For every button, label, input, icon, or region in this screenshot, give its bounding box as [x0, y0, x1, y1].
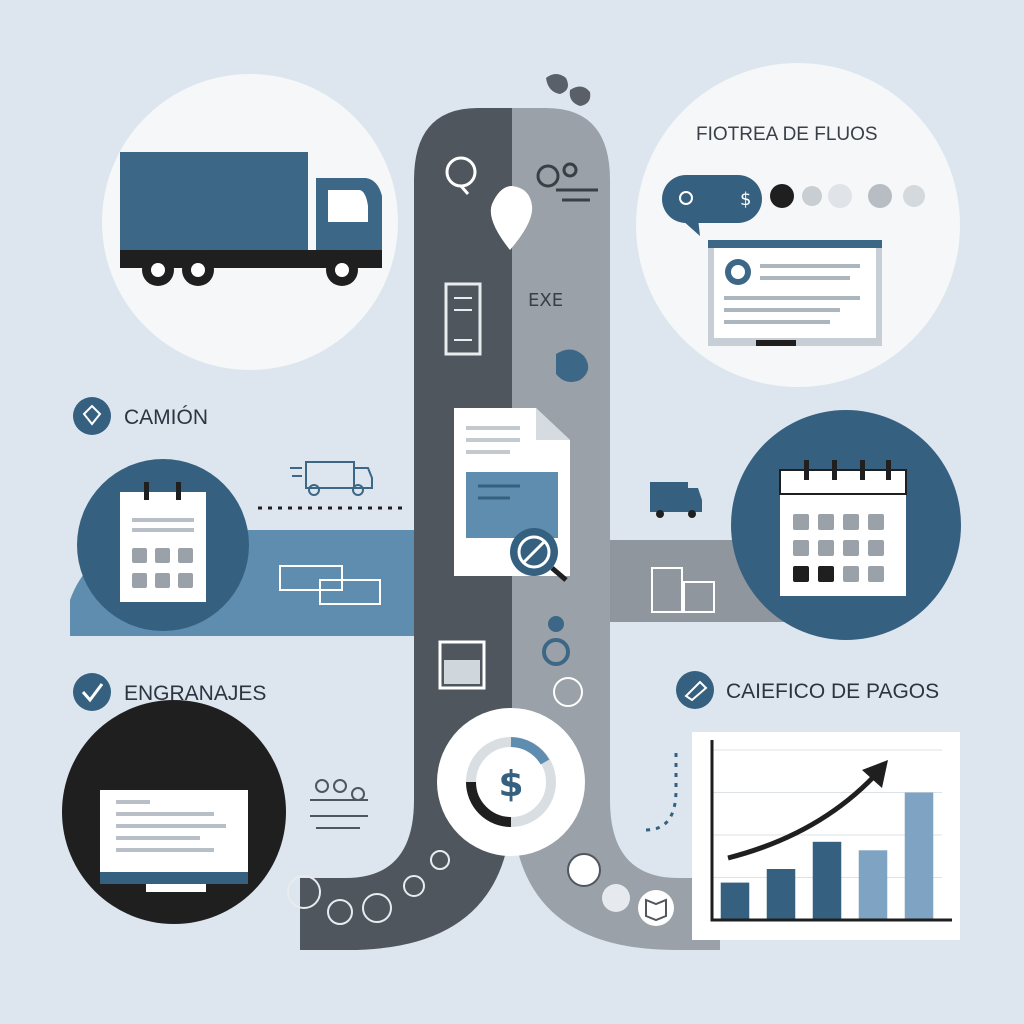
label-truck: CAMIÓN: [124, 406, 208, 429]
chart-axes: [710, 740, 952, 922]
link-icon: [602, 884, 630, 912]
gears-badge: [73, 673, 111, 711]
truck-badge: [73, 397, 111, 435]
calendar-icon-large: [779, 460, 907, 596]
network-tree-icon: [310, 779, 368, 829]
coin-circle: [437, 708, 585, 856]
bar-chart: [710, 740, 952, 922]
label-gears: ENGRANAJES: [124, 682, 266, 705]
circle-icon-3: [362, 893, 392, 923]
road-symbol-text: EXE: [528, 290, 563, 311]
map-pin-icon: [490, 186, 533, 250]
puzzle-pieces-icon: [546, 74, 591, 106]
progress-ring-dark: [466, 781, 512, 827]
calendar-small-icon: [438, 640, 486, 690]
share-icon: [567, 853, 601, 887]
tickets-icon: [279, 565, 381, 605]
chart-bar-5: [904, 792, 934, 920]
sun-icon: [553, 677, 583, 707]
chart-bar-3: [812, 841, 842, 920]
label-payments: CAIEFICO DE PAGOS: [726, 680, 939, 703]
circle-icon-4: [403, 875, 425, 897]
chat-bubble-icon: $: [662, 175, 762, 236]
progress-ring-blue: [510, 737, 550, 765]
circle-icon-5: [430, 850, 450, 870]
delivery-truck-small-icon: [290, 461, 373, 496]
chart-bar-1: [720, 882, 750, 920]
chart-bar-4: [858, 850, 888, 920]
document-icon: [454, 408, 570, 582]
browser-window-icon: [708, 240, 882, 346]
puzzle-icon: [556, 349, 589, 382]
dotted-connector-right: [645, 752, 678, 832]
flows-title: FIOTREA DE FLUOS: [696, 124, 878, 145]
status-dots: [770, 184, 925, 208]
dollar-coin-icon: $: [498, 764, 523, 805]
trend-arrow-line: [727, 768, 882, 861]
pin-node-icon: [542, 638, 570, 666]
truck-icon: [120, 152, 382, 286]
delivery-van-icon: [650, 482, 702, 518]
filing-cabinet-icon: [651, 567, 715, 613]
circle-icon-1: [287, 875, 321, 909]
payments-badge: [676, 671, 714, 709]
document-list-icon: [444, 282, 482, 356]
calendar-icon: [120, 482, 206, 602]
monitor-icon: [100, 790, 248, 892]
chart-bar-2: [766, 869, 796, 920]
circle-icon-2: [327, 899, 353, 925]
trend-arrow-head: [862, 760, 888, 788]
gear-icon: [536, 162, 598, 202]
svg-text:$: $: [740, 189, 751, 210]
